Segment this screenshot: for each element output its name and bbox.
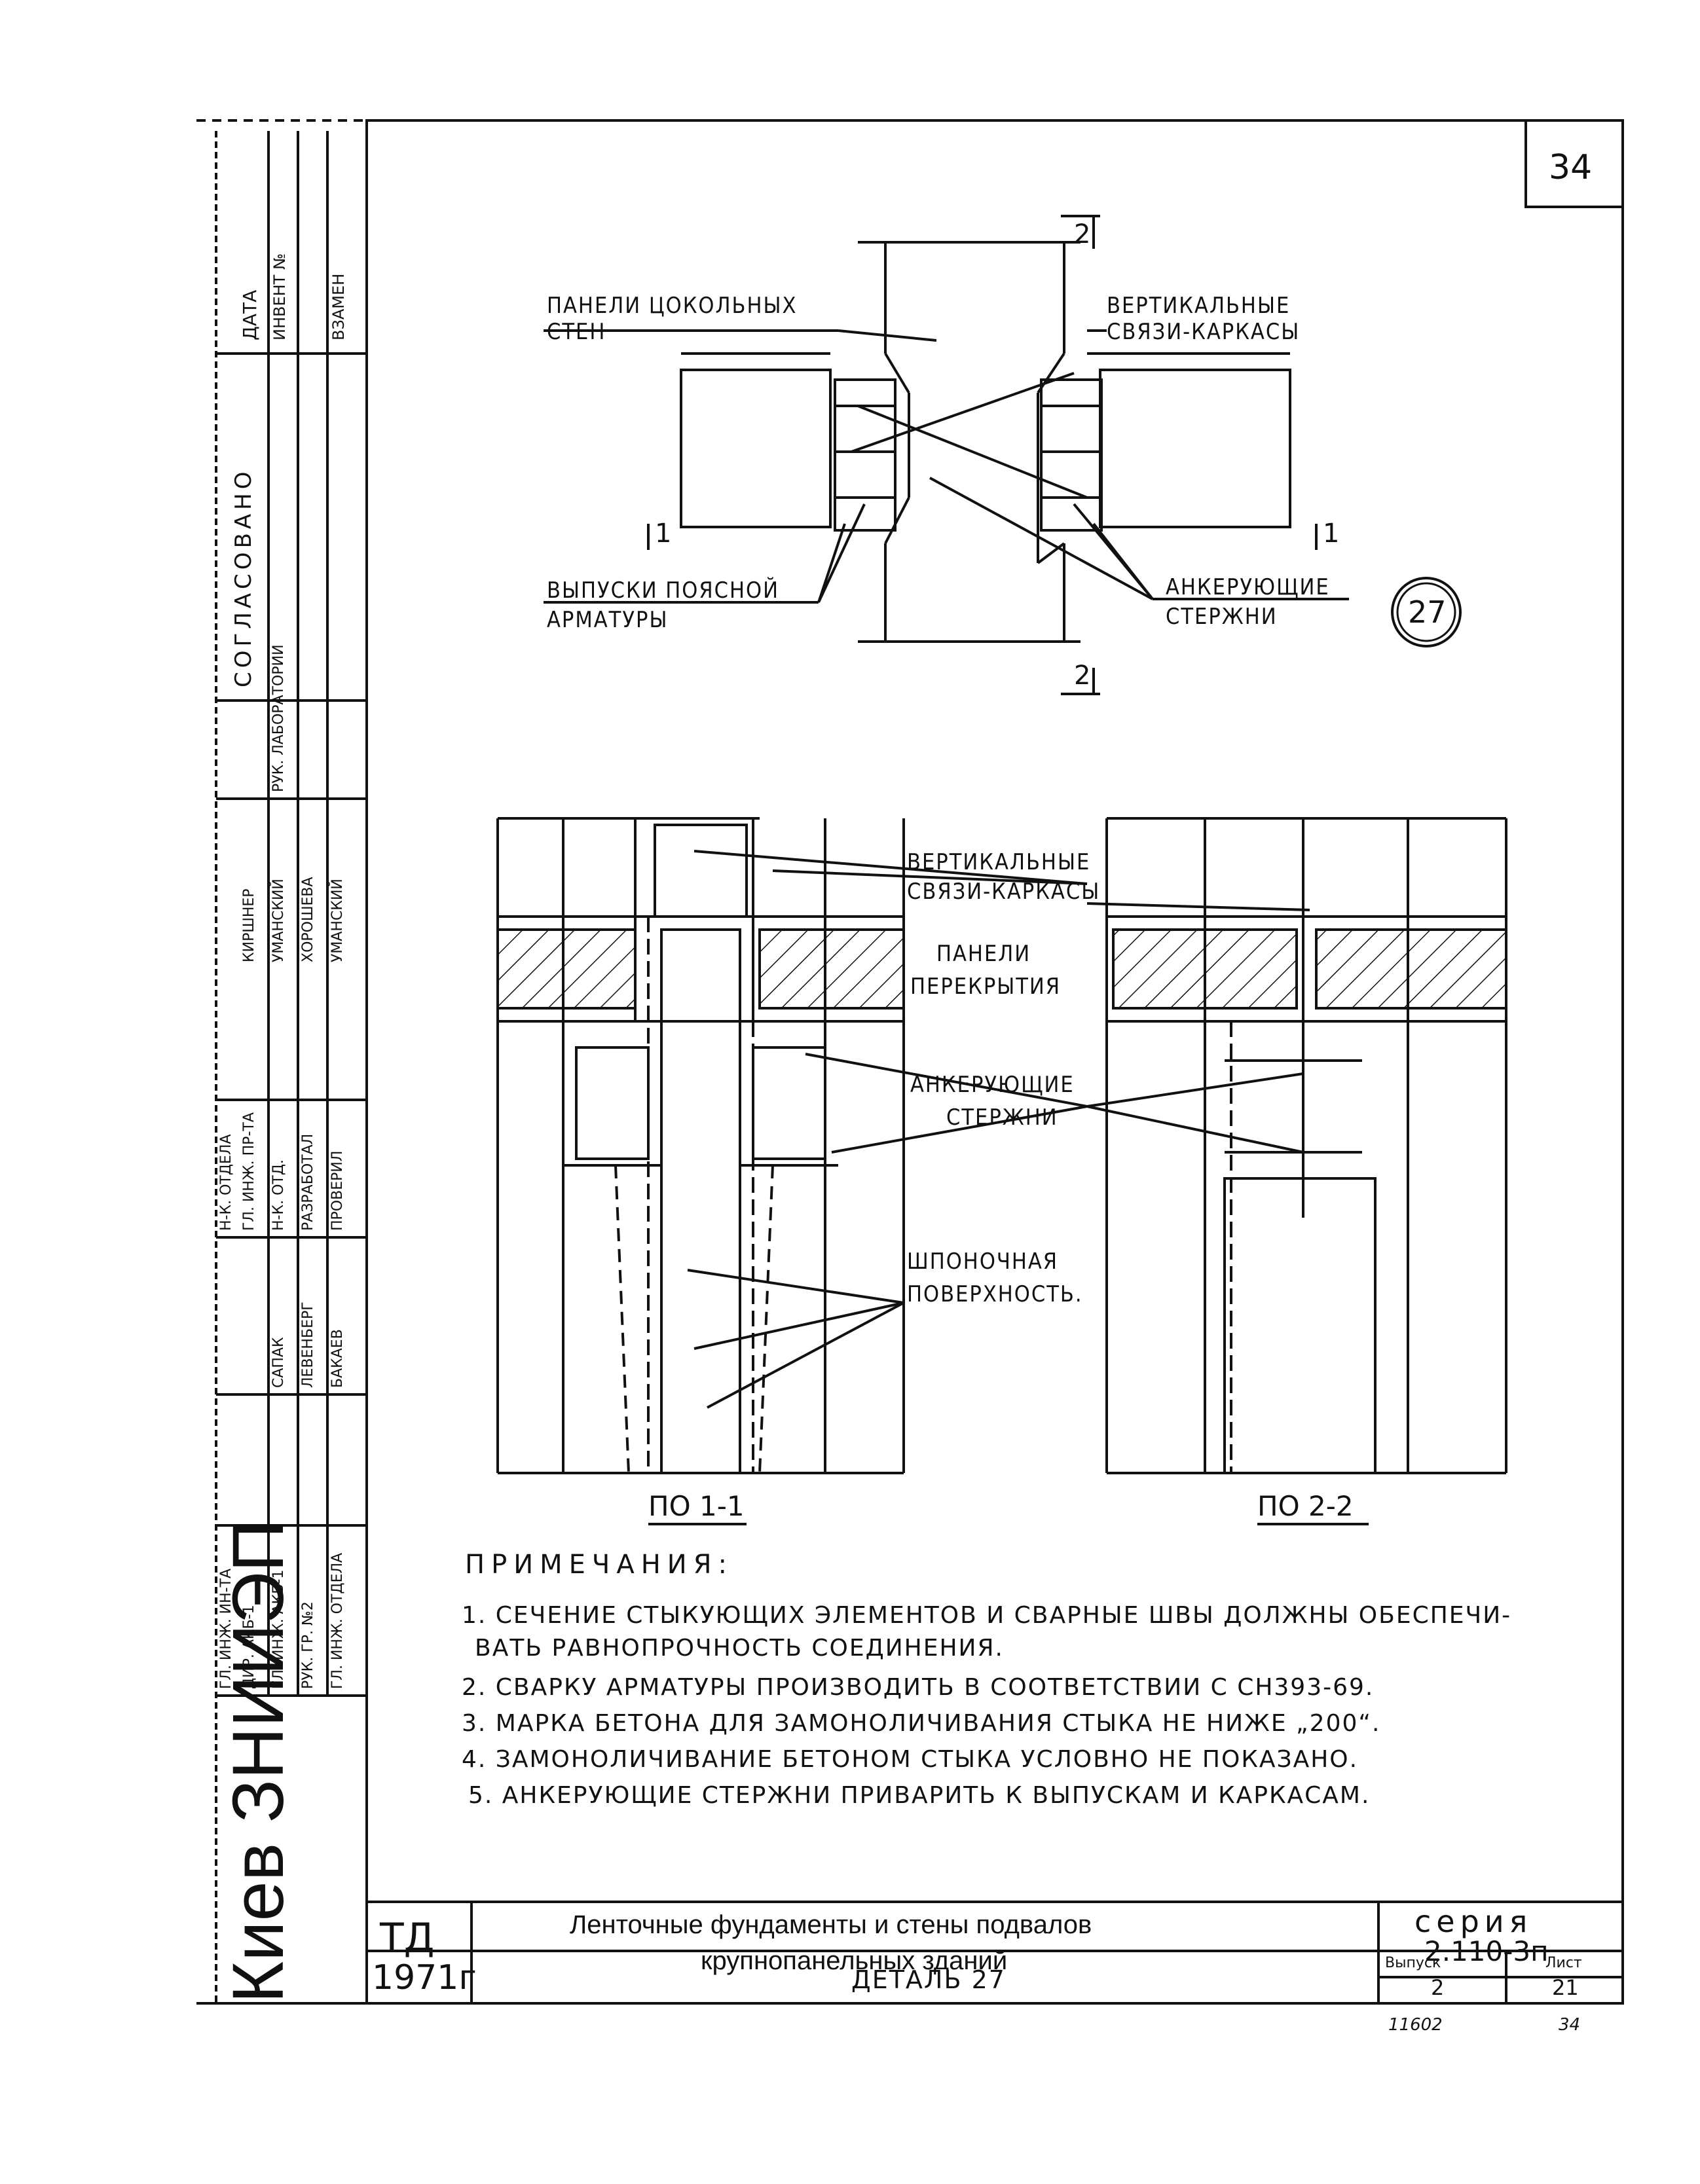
stamp-approved: СОГЛАСОВАНО [231,467,257,687]
stamp-replaces: ВЗАМЕН [329,273,348,340]
detail-number: 27 [1408,594,1447,630]
stamp-name-2: УМАНСКИЙ [270,879,287,962]
stamp-name-4: УМАНСКИЙ [329,879,346,962]
stamp-role-9: ПРОВЕРИЛ [329,1150,346,1231]
sheet-number-box [1524,119,1624,208]
label-anchor-rods-section-2: СТЕРЖНИ [946,1104,1058,1131]
label-floor-panels-2: ПЕРЕКРЫТИЯ [910,974,1062,1000]
note-line-6: 5. АНКЕРУЮЩИЕ СТЕРЖНИ ПРИВАРИТЬ К ВЫПУСК… [468,1782,1371,1809]
title-block [367,1901,1623,2003]
label-vertical-ties-plan-2: СВЯЗИ-КАРКАСЫ [1107,319,1301,345]
section-mark-1-left: 1 [655,519,672,549]
stamp-name-5: ЛЕВЕНБЕРГ [300,1301,316,1388]
label-belt-outlets-1: ВЫПУСКИ ПОЯСНОЙ [547,577,779,604]
label-floor-panels-1: ПАНЕЛИ [936,941,1031,967]
stamp-role-2: ДИР. АКБ-1 [241,1605,257,1689]
stamp-role-7: Н-К. ОТД. [270,1159,287,1231]
label-anchor-rods-section-1: АНКЕРУЮЩИЕ [910,1072,1075,1098]
label-vertical-ties-plan-1: ВЕРТИКАЛЬНЫЕ [1107,293,1291,319]
note-line-2: ВАТЬ РАВНОПРОЧНОСТЬ СОЕДИНЕНИЯ. [475,1635,1004,1662]
issue-value: 2 [1431,1975,1445,2000]
label-belt-outlets-2: АРМАТУРЫ [547,607,669,633]
issue-label: Выпуск [1385,1955,1441,1971]
plan-view [544,215,1349,695]
stamp-role-8: РАЗРАБОТАЛ [300,1133,316,1231]
stamp-name-7: БАКАЕВ [329,1329,346,1388]
stamp-role-1: ГЛ. ИНЖ. ИН-ТА [218,1568,234,1689]
label-key-surface-1: ШПОНОЧНАЯ [907,1248,1059,1275]
section-mark-2-top: 2 [1074,219,1091,249]
stamp-name-1: КИРШНЕР [241,888,257,962]
title-year: 1971г [372,1958,477,1997]
label-anchor-rods-plan-2: СТЕРЖНИ [1166,604,1278,630]
sheet-number: 34 [1549,148,1593,187]
label-key-surface-2: ПОВЕРХНОСТЬ. [907,1281,1083,1307]
series-label: серия [1414,1904,1533,1939]
note-line-3: 2. СВАРКУ АРМАТУРЫ ПРОИЗВОДИТЬ В СООТВЕТ… [462,1674,1375,1701]
footer-left-number: 11602 [1388,2015,1443,2035]
label-socle-panels-1: ПАНЕЛИ ЦОКОЛЬНЫХ [547,293,798,319]
caption-section-1-1: ПО 1-1 [648,1490,745,1522]
section-mark-1-right: 1 [1323,519,1340,549]
stamp-role-6: ГЛ. ИНЖ. ПР-ТА [241,1112,257,1231]
title-line-1: Ленточные фундаменты и стены подвалов [570,1910,1092,1939]
stamp-name-6: САПАК [270,1337,287,1388]
title-code: ТД [380,1915,435,1961]
sheet-frame [365,119,1624,2005]
sheet-value: 21 [1552,1975,1579,2000]
stamp-role-10: Н-К. ОТДЕЛА [218,1134,234,1231]
section-1-1 [496,817,905,1474]
stamp-lab-head: РУК. ЛАБОРАТОРИИ [270,644,287,792]
stamp-role-3: ГЛ. ИНЖ. АКБ-1 [270,1569,287,1689]
note-line-4: 3. МАРКА БЕТОНА ДЛЯ ЗАМОНОЛИЧИВАНИЯ СТЫК… [462,1710,1381,1737]
notes-title: ПРИМЕЧАНИЯ: [465,1550,733,1580]
section-mark-2-bottom: 2 [1074,661,1091,691]
stamp-name-3: ХОРОШЕВА [300,877,316,962]
sheet-label: Лист [1545,1955,1582,1971]
stamp-role-5: ГЛ. ИНЖ. ОТДЕЛА [329,1552,346,1689]
caption-section-2-2: ПО 2-2 [1257,1490,1354,1522]
label-socle-panels-2: СТЕН [547,319,606,345]
series-value: 2.110-3п [1424,1935,1549,1967]
side-stamp [215,131,367,2003]
label-anchor-rods-plan-1: АНКЕРУЮЩИЕ [1166,574,1330,600]
stamp-inventory: ИНВЕНТ № [270,253,289,340]
title-line-2: крупнопанельных зданий [701,1946,1008,1975]
title-detail: ДЕТАЛЬ 27 [851,1965,1006,1994]
stamp-role-4: РУК. ГР. №2 [300,1601,316,1689]
detail-number-circle [1391,577,1462,647]
stamp-date: ДАТА [239,289,261,340]
footer-right-number: 34 [1559,2015,1581,2035]
label-vertical-ties-section-1: ВЕРТИКАЛЬНЫЕ [907,849,1091,875]
section-2-2 [1105,817,1507,1474]
note-line-5: 4. ЗАМОНОЛИЧИВАНИЕ БЕТОНОМ СТЫКА УСЛОВНО… [462,1746,1359,1773]
note-line-1: 1. СЕЧЕНИЕ СТЫКУЮЩИХ ЭЛЕМЕНТОВ И СВАРНЫЕ… [462,1602,1512,1629]
label-vertical-ties-section-2: СВЯЗИ-КАРКАСЫ [907,879,1101,905]
